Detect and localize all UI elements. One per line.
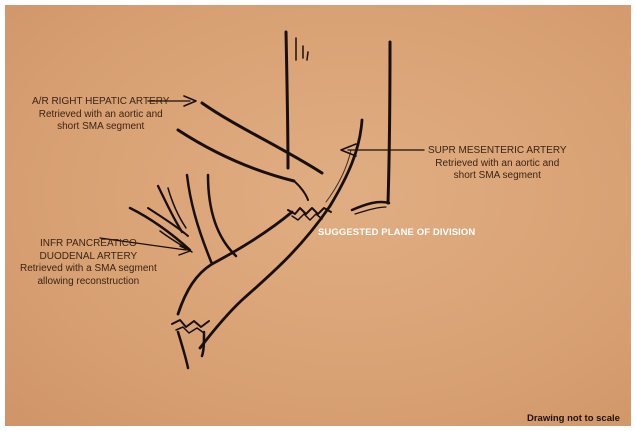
hepatic-label-line1: Retrieved with an aortic and [32, 109, 169, 122]
sma-trunk-left [178, 212, 292, 314]
mesenteric-label-line1: Retrieved with an aortic and [428, 158, 567, 171]
pancreatico-label-title2: DUODENAL ARTERY [20, 251, 157, 264]
sma-lower-left-end [178, 332, 188, 368]
ipda-trunk-lower [208, 175, 236, 256]
sma-left-wall [294, 181, 308, 200]
aorta-right-wall [388, 42, 390, 203]
aortic-patch [352, 202, 389, 210]
plane-of-division-label: SUGGESTED PLANE OF DIVISION [318, 227, 475, 238]
sma-lower-cut [172, 320, 209, 327]
scale-note: Drawing not to scale [527, 413, 620, 424]
sma-right-wall [330, 120, 362, 206]
division-zigzag-2 [292, 214, 322, 220]
pancreatico-label: INFR PANCREATICO DUODENAL ARTERY Retriev… [20, 238, 157, 288]
aorta-left-wall [286, 32, 288, 168]
hepatic-label: A/R RIGHT HEPATIC ARTERY Retrieved with … [32, 96, 169, 134]
aorta-hatch [296, 38, 308, 60]
pancreatico-label-line1: Retrieved with a SMA segment [20, 263, 157, 276]
mesenteric-label: SUPR MESENTERIC ARTERY Retrieved with an… [428, 145, 567, 183]
mesenteric-label-title: SUPR MESENTERIC ARTERY [428, 145, 567, 158]
mesenteric-label-line2: short SMA segment [428, 170, 567, 183]
sma-lower-cut-2 [176, 327, 204, 333]
sma-trunk-right [200, 206, 330, 348]
hepatic-label-title: A/R RIGHT HEPATIC ARTERY [32, 96, 169, 109]
hepatic-label-line2: short SMA segment [32, 121, 169, 134]
hepatic-lower-wall [178, 130, 294, 181]
pancreatico-label-title1: INFR PANCREATICO [20, 238, 157, 251]
hepatic-upper-wall [202, 103, 322, 173]
pancreatico-label-line2: allowing reconstruction [20, 276, 157, 289]
